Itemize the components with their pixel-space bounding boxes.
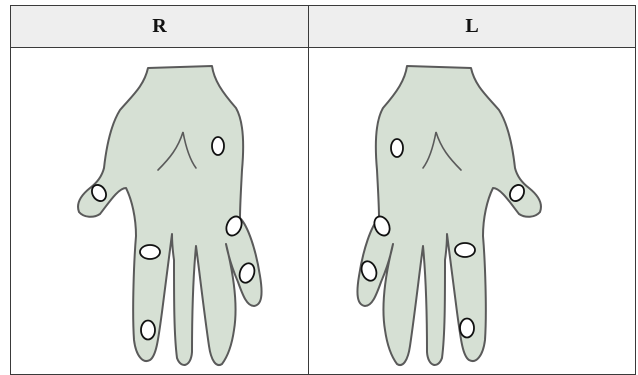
left-dip-joint-index (460, 319, 474, 338)
left-pip-joint-index (455, 243, 475, 257)
left-hand (357, 66, 541, 365)
right-dip-joint-index (141, 321, 155, 340)
left-mcp-joint (391, 139, 403, 157)
right-hand-outline (78, 66, 262, 365)
right-mcp-joint (212, 137, 224, 155)
right-pip-joint-index (140, 245, 160, 259)
left-hand-outline (357, 66, 541, 365)
right-hand (78, 66, 262, 365)
